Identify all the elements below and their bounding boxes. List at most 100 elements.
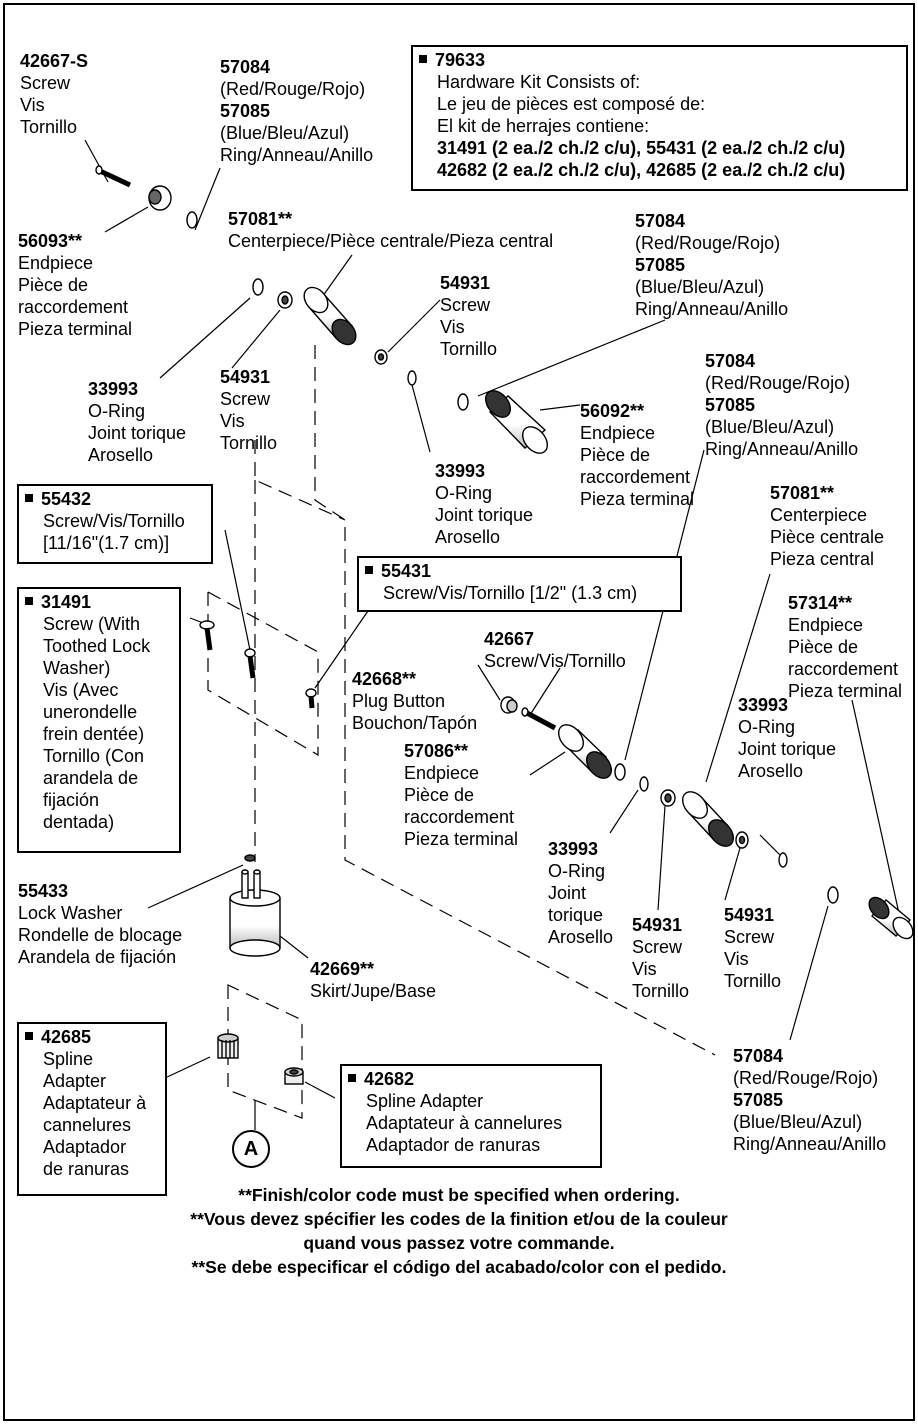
- label-oring-33993-d: 33993 O-Ring Joint torique Arosello: [548, 839, 614, 947]
- endpiece-56092-drawing: [484, 390, 549, 454]
- ring-drawing: [614, 763, 626, 781]
- plug-42668-drawing: [500, 696, 518, 714]
- leader-line: [304, 1081, 336, 1099]
- screw-54931-drawing: [660, 789, 676, 807]
- lockwasher-55433-drawing: [244, 854, 256, 862]
- label-oring-33993-b: 33993 O-Ring Joint torique Arosello: [435, 461, 534, 547]
- oring-drawing: [407, 370, 417, 386]
- leader-line: [724, 847, 741, 901]
- oring-drawing: [639, 776, 649, 792]
- bullet-square-icon: [25, 597, 33, 606]
- leader-line: [609, 789, 639, 834]
- leader-line: [164, 1056, 211, 1079]
- leader-line: [224, 529, 251, 651]
- box-adapter-42685: 42685 Spline Adapter Adaptateur à cannel…: [17, 1022, 167, 1196]
- bullet-square-icon: [25, 1032, 33, 1041]
- label-endpiece-56093: 56093** Endpiece Pièce de raccordement P…: [18, 231, 133, 339]
- label-screw-54931-b: 54931 Screw Vis Tornillo: [220, 367, 278, 453]
- page-border: [3, 3, 915, 1421]
- leader-line: [319, 254, 353, 301]
- label-centerpiece-right: 57081** Centerpiece Pièce centrale Pieza…: [770, 483, 885, 569]
- box-screw-31491: 31491 Screw (With Toothed Lock Washer) V…: [17, 587, 181, 853]
- box-kit-79633: 79633 Hardware Kit Consists of: Le jeu d…: [411, 45, 908, 191]
- leader-line: [314, 607, 371, 689]
- leader-line: [279, 935, 309, 959]
- endpiece-57086-drawing: [557, 724, 613, 779]
- leader-line: [759, 834, 781, 856]
- assembly-path: [314, 345, 716, 1056]
- label-plug-42668: 42668** Plug Button Bouchon/Tapón: [352, 669, 478, 733]
- label-oring-33993-a: 33993 O-Ring Joint torique Arosello: [88, 379, 187, 465]
- label-endpiece-57086: 57086** Endpiece Pièce de raccordement P…: [404, 741, 519, 849]
- leader-line: [789, 905, 829, 1041]
- ring-drawing: [827, 886, 839, 904]
- box-screw-55431: 55431 Screw/Vis/Tornillo [1/2" (1.3 cm): [357, 556, 682, 612]
- leader-line: [104, 206, 149, 233]
- note-line: **Se debe especificar el código del acab…: [191, 1257, 727, 1277]
- leader-line: [539, 404, 581, 411]
- note-line: **Vous devez spécifier les codes de la f…: [190, 1209, 728, 1229]
- screw-54931-drawing: [735, 831, 749, 849]
- centerpiece-top-drawing: [303, 286, 357, 346]
- screw-55431-drawing: [305, 688, 317, 709]
- leader-line: [529, 667, 561, 716]
- skirt-42669-drawing: [229, 869, 281, 957]
- label-screw-54931-a: 54931 Screw Vis Tornillo: [440, 273, 498, 359]
- screw-31491-drawing: [199, 620, 215, 651]
- leader-line: [477, 319, 666, 397]
- label-screw-54931-d: 54931 Screw Vis Tornillo: [724, 905, 782, 991]
- label-endpiece-56092: 56092** Endpiece Pièce de raccordement P…: [580, 401, 695, 509]
- leader-line: [387, 299, 441, 353]
- note-line: quand vous passez votre commande.: [303, 1233, 615, 1253]
- leader-line: [851, 699, 901, 919]
- box-adapter-42682: 42682 Spline Adapter Adaptateur à cannel…: [340, 1064, 602, 1168]
- leader-line: [411, 384, 431, 453]
- leader-line: [231, 309, 281, 369]
- ordering-notes: **Finish/color code must be specified wh…: [0, 1183, 918, 1279]
- screw-54931-drawing: [277, 291, 293, 309]
- label-centerpiece-top: 57081** Centerpiece/Pièce centrale/Pieza…: [228, 209, 554, 251]
- label-endpiece-57314: 57314** Endpiece Pièce de raccordement P…: [788, 593, 903, 701]
- adapter-42682-drawing: [284, 1067, 304, 1085]
- label-screw-42667: 42667 Screw/Vis/Tornillo: [484, 629, 626, 671]
- label-ring-mid: 57084 (Red/Rouge/Rojo) 57085 (Blue/Bleu/…: [635, 211, 789, 319]
- endpiece-56093-drawing: [148, 185, 172, 211]
- ring-drawing: [186, 211, 198, 229]
- assembly-path: [227, 984, 303, 1119]
- screw-55432-drawing: [244, 648, 256, 679]
- leader-line: [705, 573, 771, 783]
- leader-line: [194, 167, 221, 231]
- leader-line: [159, 297, 251, 379]
- oring-drawing: [252, 278, 264, 296]
- assembly-path: [207, 590, 319, 757]
- screw-42667s-drawing: [95, 165, 132, 188]
- assembly-path: [254, 440, 346, 521]
- label-ring-right: 57084 (Red/Rouge/Rojo) 57085 (Blue/Bleu/…: [705, 351, 859, 459]
- leader-line: [529, 751, 566, 776]
- box-screw-55432: 55432 Screw/Vis/Tornillo [11/16"(1.7 cm)…: [17, 484, 213, 564]
- screw-54931-drawing: [374, 349, 388, 365]
- label-ring-bottom: 57084 (Red/Rouge/Rojo) 57085 (Blue/Bleu/…: [733, 1046, 887, 1154]
- endpiece-57314-drawing: [868, 896, 914, 940]
- label-oring-33993-c: 33993 O-Ring Joint torique Arosello: [738, 695, 837, 781]
- label-screw-42667s: 42667-S Screw Vis Tornillo: [20, 51, 89, 137]
- ring-drawing: [457, 393, 469, 411]
- oring-drawing: [778, 852, 788, 868]
- label-skirt-42669: 42669** Skirt/Jupe/Base: [310, 959, 437, 1001]
- leader-line: [147, 864, 244, 909]
- label-screw-54931-c: 54931 Screw Vis Tornillo: [632, 915, 690, 1001]
- centerpiece-right-drawing: [681, 791, 735, 847]
- bullet-square-icon: [365, 566, 373, 575]
- callout-a: A: [232, 1130, 270, 1168]
- bullet-square-icon: [348, 1074, 356, 1083]
- bullet-square-icon: [419, 55, 427, 64]
- adapter-42685-drawing: [217, 1033, 239, 1059]
- label-ring-top: 57084 (Red/Rouge/Rojo) 57085 (Blue/Bleu/…: [220, 57, 374, 165]
- screw-42667-drawing: [521, 707, 557, 731]
- leader-line: [657, 805, 666, 911]
- bullet-square-icon: [25, 494, 33, 503]
- label-lockwasher-55433: 55433 Lock Washer Rondelle de blocage Ar…: [18, 881, 183, 967]
- leader-line: [477, 664, 501, 701]
- note-line: **Finish/color code must be specified wh…: [238, 1185, 680, 1205]
